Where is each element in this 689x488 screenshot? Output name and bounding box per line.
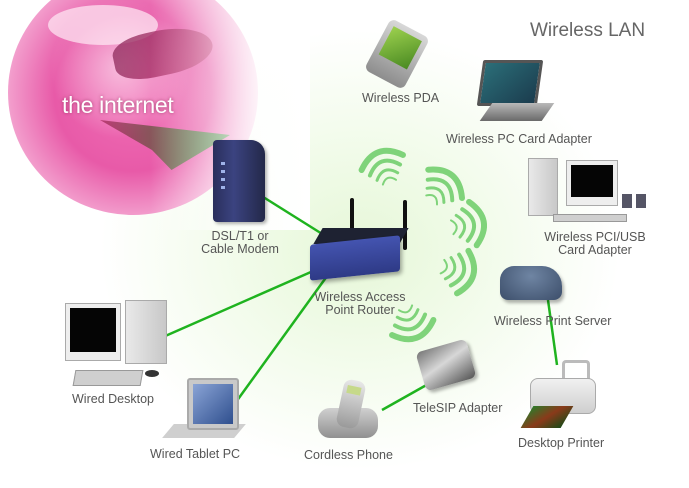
speaker-right-icon [636,194,646,208]
mouse-icon [145,370,159,377]
pci-desktop-label-line2: Card Adapter [558,243,632,257]
modem-label-line1: DSL/T1 or [211,229,269,243]
tablet-label: Wired Tablet PC [150,447,241,461]
router-label-line2: Point Router [325,303,395,317]
pci-desktop-label-line1: Wireless PCI/USB [544,230,646,244]
router-label: Wireless Access Point Router [305,291,415,317]
link-telesip-phone [381,381,431,412]
router-label-line1: Wireless Access [314,290,406,304]
link-router-wired-desktop [162,266,321,339]
speaker-left-icon [622,194,632,208]
diagram-title: Wireless LAN [530,20,646,41]
link-router-tablet [234,271,332,403]
wired-desktop-tower-icon [125,300,167,364]
wireless-arc-pda [358,147,406,186]
phone-label: Cordless Phone [304,448,393,462]
wireless-arc-pci-desktop [449,198,487,249]
link-printserver-printer [546,299,559,366]
wireless-arc-telesip [389,304,437,343]
pci-desktop-keyboard-icon [553,214,627,222]
laptop-base [479,103,555,121]
wired-desktop-keyboard-icon [72,370,144,386]
wireless-arc-print-server [439,247,478,297]
router-antenna-right [403,200,407,250]
router-antenna-left [350,198,354,248]
telesip-label: TeleSIP Adapter [413,401,503,415]
wireless-arc-laptop [425,166,465,206]
pda-label: Wireless PDA [362,91,440,105]
modem-label: DSL/T1 or Cable Modem [200,230,280,256]
wired-desktop-label: Wired Desktop [72,392,154,406]
printer-label: Desktop Printer [518,436,605,450]
print-server-label: Wireless Print Server [494,314,612,328]
internet-label: the internet [62,92,174,118]
modem-icon [213,140,265,222]
laptop-label: Wireless PC Card Adapter [446,132,592,146]
laptop-icon [476,60,544,106]
modem-label-line2: Cable Modem [201,242,279,256]
print-server-icon [500,266,562,300]
wireless-arcs [358,147,487,343]
wired-desktop-monitor-icon [65,303,121,361]
tablet-pc-icon [187,378,239,430]
pci-desktop-tower-icon [528,158,558,216]
pci-desktop-monitor-icon [566,160,618,206]
printer-tray [562,360,590,383]
pci-desktop-label: Wireless PCI/USB Card Adapter [540,231,650,257]
